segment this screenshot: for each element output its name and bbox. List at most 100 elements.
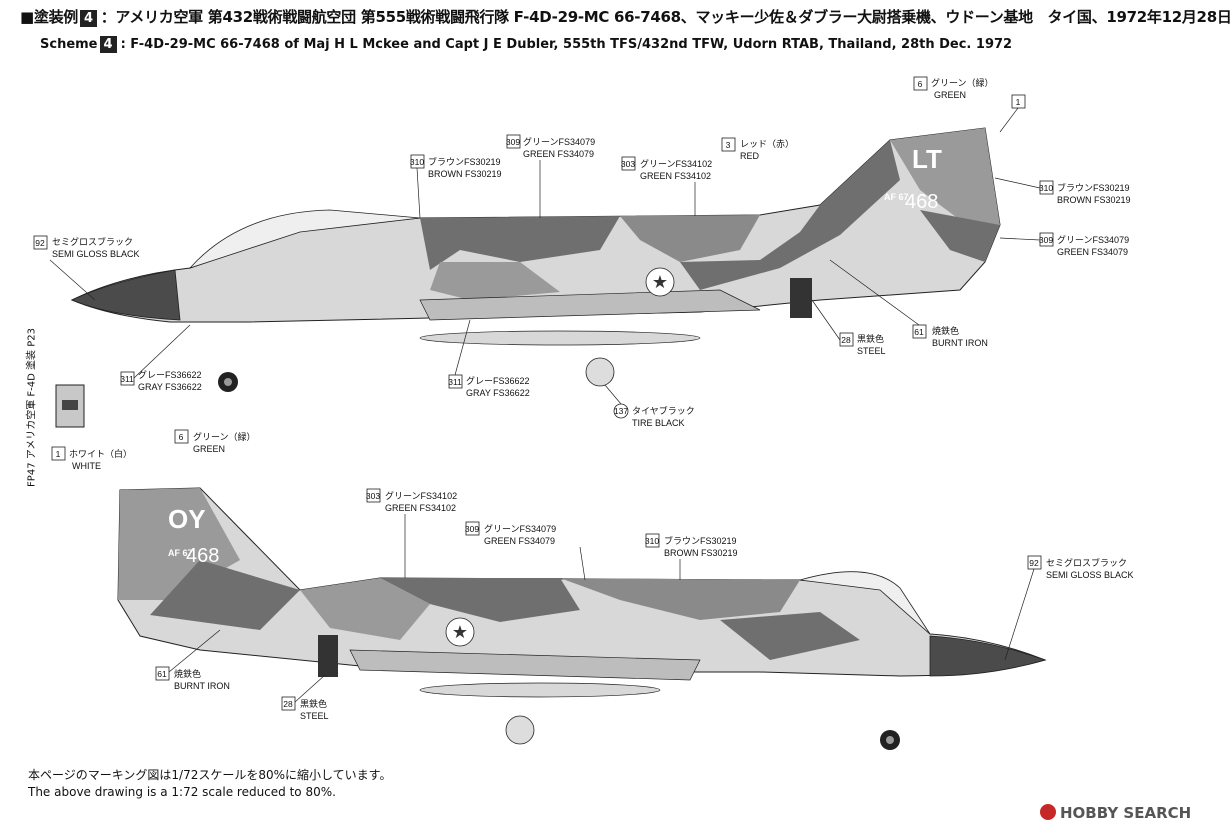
svg-text:BROWN FS30219: BROWN FS30219 <box>1057 195 1131 205</box>
svg-text:28: 28 <box>283 699 293 709</box>
bottom-camo-dark-2 <box>560 578 800 620</box>
svg-text:WHITE: WHITE <box>72 461 101 471</box>
svg-text:黒鉄色: 黒鉄色 <box>300 698 327 709</box>
top-camo-dark-3 <box>680 140 900 290</box>
bottom-tail-code: OY <box>168 504 206 534</box>
svg-text:グリーンFS34079: グリーンFS34079 <box>523 136 595 147</box>
header-jp-prefix: ■塗装例 <box>20 8 78 26</box>
marking-diagram: ★ LT AF 67 468 6 グリーン（緑） GREEN 1 3 レッド（赤… <box>33 76 1134 750</box>
bottom-camo-dark-1 <box>380 578 580 622</box>
svg-text:タイヤブラック: タイヤブラック <box>632 405 695 416</box>
svg-text:6: 6 <box>918 79 923 89</box>
svg-text:グレーFS36622: グレーFS36622 <box>466 375 530 386</box>
svg-text:SEMI GLOSS BLACK: SEMI GLOSS BLACK <box>1046 570 1134 580</box>
svg-text:GRAY FS36622: GRAY FS36622 <box>138 382 202 392</box>
svg-text:GREEN FS34079: GREEN FS34079 <box>484 536 555 546</box>
top-camo-dark-1 <box>420 216 620 270</box>
bottom-canopy <box>799 571 931 635</box>
scheme-number-jp: 4 <box>79 10 97 27</box>
top-camo-dark-4 <box>920 210 1000 262</box>
svg-text:GREEN FS34102: GREEN FS34102 <box>640 171 711 181</box>
svg-text:ブラウンFS30219: ブラウンFS30219 <box>428 156 501 167</box>
svg-text:303: 303 <box>621 159 635 169</box>
svg-text:ホワイト（白）: ホワイト（白） <box>69 448 132 459</box>
svg-text:BURNT IRON: BURNT IRON <box>932 338 988 348</box>
bottom-wing <box>349 649 701 681</box>
svg-text:GRAY FS36622: GRAY FS36622 <box>466 388 530 398</box>
svg-text:303: 303 <box>366 491 380 501</box>
footer-jp: 本ページのマーキング図は1/72スケールを80%に縮小しています。 <box>28 768 392 782</box>
svg-text:グリーンFS34102: グリーンFS34102 <box>385 490 457 501</box>
bottom-camo-dark-3 <box>720 612 860 660</box>
svg-text:TIRE BLACK: TIRE BLACK <box>632 418 685 428</box>
top-canopy <box>188 209 421 269</box>
footer-en: The above drawing is a 1:72 scale reduce… <box>28 785 336 799</box>
svg-text:61: 61 <box>157 669 167 679</box>
top-tail-code: LT <box>912 144 942 174</box>
top-nose-cone <box>71 269 181 321</box>
svg-text:グリーン（緑）: グリーン（緑） <box>193 431 256 442</box>
top-serial: 468 <box>905 191 938 213</box>
aircraft-top-view: ★ LT AF 67 468 <box>55 127 1001 428</box>
bottom-drop-tank <box>419 682 661 698</box>
top-main-wheel <box>585 357 615 387</box>
header-jp-title: ：アメリカ空軍 第432戦術戦闘航空団 第555戦術戦闘飛行隊 F-4D-29-… <box>100 8 1232 26</box>
header-en-prefix: Scheme <box>40 37 98 52</box>
svg-text:焼鉄色: 焼鉄色 <box>174 668 201 679</box>
svg-text:3: 3 <box>726 140 731 150</box>
svg-text:ブラウンFS30219: ブラウンFS30219 <box>664 535 737 546</box>
bottom-nose-cone <box>929 635 1047 677</box>
svg-text:GREEN FS34102: GREEN FS34102 <box>385 503 456 513</box>
top-us-insignia: ★ <box>645 267 675 297</box>
svg-text:グリーンFS34079: グリーンFS34079 <box>484 523 556 534</box>
svg-text:GREEN: GREEN <box>193 444 225 454</box>
bottom-callouts: 6 グリーン（緑） GREEN 1 ホワイト（白） WHITE 303 グリーン… <box>51 429 1134 721</box>
svg-text:BURNT IRON: BURNT IRON <box>174 681 230 691</box>
svg-text:GREEN: GREEN <box>934 90 966 100</box>
svg-text:309: 309 <box>465 524 479 534</box>
svg-text:92: 92 <box>1029 558 1039 568</box>
top-camo-dark-2 <box>620 215 760 262</box>
svg-text:61: 61 <box>914 327 924 337</box>
top-exhaust <box>790 278 812 318</box>
svg-text:グリーンFS34079: グリーンFS34079 <box>1057 234 1129 245</box>
svg-text:1: 1 <box>56 449 61 459</box>
svg-text:ブラウンFS30219: ブラウンFS30219 <box>1057 182 1130 193</box>
svg-text:BROWN FS30219: BROWN FS30219 <box>428 169 502 179</box>
top-callouts: 6 グリーン（緑） GREEN 1 3 レッド（赤） RED 310 ブラウンF… <box>33 76 1131 428</box>
svg-text:セミグロスブラック: セミグロスブラック <box>1046 557 1127 568</box>
svg-text:311: 311 <box>448 377 462 387</box>
aircraft-bottom-view: ★ OY AF 67 468 <box>117 487 1047 750</box>
scheme-number-en: 4 <box>99 36 117 53</box>
top-drop-tank <box>419 330 701 346</box>
bottom-camo-dark-4 <box>150 560 300 630</box>
svg-text:BROWN FS30219: BROWN FS30219 <box>664 548 738 558</box>
svg-text:RED: RED <box>740 151 760 161</box>
logo-mark-icon <box>1040 804 1056 820</box>
top-fin-tag: AF 67 <box>884 192 909 202</box>
bottom-camo-mid-1 <box>300 578 430 640</box>
svg-text:28: 28 <box>841 335 851 345</box>
svg-text:グリーンFS34102: グリーンFS34102 <box>640 158 712 169</box>
svg-text:1: 1 <box>1016 97 1021 107</box>
svg-text:309: 309 <box>506 137 520 147</box>
svg-text:レッド（赤）: レッド（赤） <box>740 139 794 149</box>
svg-text:★: ★ <box>652 272 668 293</box>
svg-text:STEEL: STEEL <box>300 711 329 721</box>
svg-text:黒鉄色: 黒鉄色 <box>857 333 884 344</box>
svg-text:焼鉄色: 焼鉄色 <box>932 325 959 336</box>
svg-text:6: 6 <box>179 432 184 442</box>
svg-text:92: 92 <box>35 238 45 248</box>
bottom-us-insignia: ★ <box>445 617 475 647</box>
svg-text:GREEN FS34079: GREEN FS34079 <box>1057 247 1128 257</box>
svg-text:311: 311 <box>120 374 134 384</box>
header-en-title: F-4D-29-MC 66-7468 of Maj H L Mckee and … <box>130 37 1013 52</box>
bottom-exhaust <box>318 635 338 677</box>
svg-text:137: 137 <box>614 406 628 416</box>
bottom-serial: 468 <box>186 545 219 567</box>
svg-text:セミグロスブラック: セミグロスブラック <box>52 236 133 247</box>
bottom-fin-tag: AF 67 <box>168 548 193 558</box>
svg-text:グレーFS36622: グレーFS36622 <box>138 369 202 380</box>
